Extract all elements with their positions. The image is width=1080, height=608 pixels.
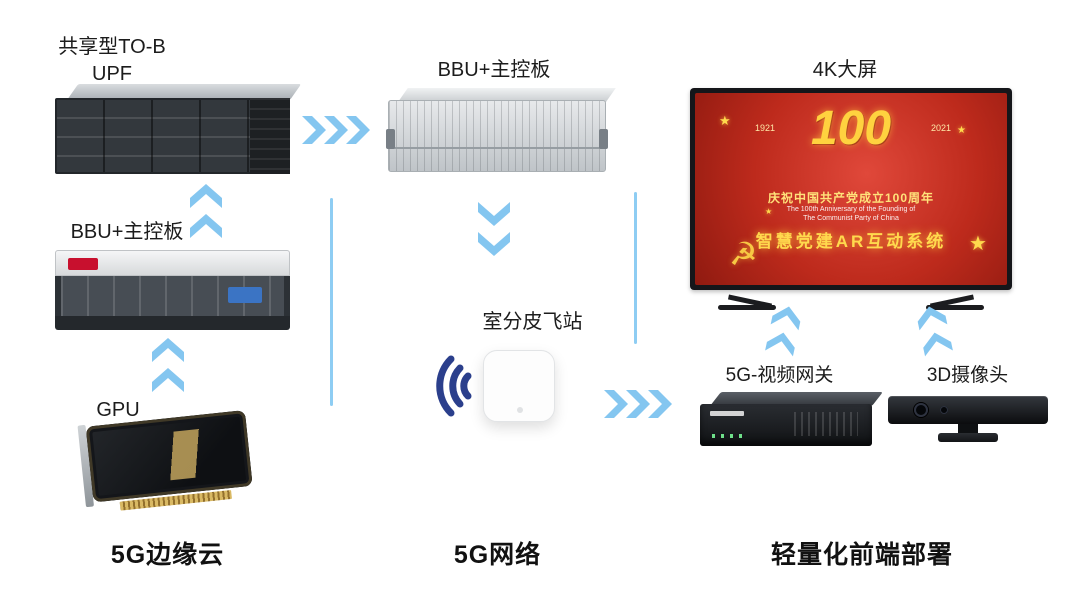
upf-server-drive-bays [55, 98, 290, 174]
upf-server-image [55, 84, 302, 174]
bbu-mid-server-image [386, 88, 616, 172]
section-title-network: 5G网络 [453, 541, 542, 569]
gpu-card-image [77, 401, 267, 527]
connector-line-left [330, 198, 333, 406]
tv-subline-2: The Communist Party of China [803, 215, 899, 222]
bbu-mid-label: BBU+主控板 [437, 59, 551, 81]
gpu-gold-band [101, 425, 238, 488]
section-title-frontend: 轻量化前端部署 [770, 541, 953, 569]
4k-screen-label: 4K大屏 [812, 59, 878, 81]
gateway-vents [794, 412, 858, 436]
chevron-down-arrow-bbu-to-pico [478, 202, 510, 256]
camera-bar [888, 396, 1048, 424]
bbu-server-top-panel [55, 250, 290, 276]
camera-base [938, 433, 998, 442]
bbu-server-drive-slots [55, 276, 290, 316]
tv-screen-content: ★ ★ ★ ★ 100 1921 2021 庆祝中国共产党成立100周年 The… [695, 93, 1007, 285]
bbu-mid-rack-ear-right [599, 129, 608, 149]
chevron-up-arrow-bbu-to-upf [190, 184, 222, 238]
tv-subline-1: The 100th Anniversary of the Founding of [786, 206, 916, 213]
star-icon: ★ [957, 125, 966, 136]
tv-4k-screen: ★ ★ ★ ★ 100 1921 2021 庆祝中国共产党成立100周年 The… [690, 88, 1012, 310]
gpu-label: GPU [96, 399, 140, 421]
bbu-mid-front-panel [386, 100, 608, 172]
camera-label: 3D摄像头 [926, 365, 1009, 386]
camera-lens-icon [914, 403, 928, 417]
bbu-mid-rack-ear-left [386, 129, 395, 149]
pico-station-led [517, 407, 523, 413]
gateway-logo-mark [710, 411, 744, 416]
pico-station-image [483, 350, 555, 422]
year-end: 2021 [930, 123, 951, 133]
tv-headline: 庆祝中国共产党成立100周年 [767, 191, 935, 205]
upf-label-line2: UPF [92, 63, 132, 85]
tv-foot-left [718, 305, 776, 310]
upf-label-line1: 共享型TO-B [58, 36, 166, 58]
chevron-up-arrow-gateway-to-tv [765, 306, 801, 357]
gateway-led-row [712, 434, 746, 438]
chevron-right-arrow-upf-to-bbu [302, 116, 370, 144]
anniversary-100-logo: 100 [810, 102, 892, 155]
3d-camera-image [888, 396, 1048, 446]
pico-station-label: 室分皮飞站 [482, 311, 583, 333]
chevron-up-arrow-gpu-to-bbu [152, 338, 184, 392]
bbu-mid-divider [389, 147, 605, 149]
section-title-edge-cloud: 5G边缘云 [110, 541, 225, 569]
tv-system-title: 智慧党建AR互动系统 [755, 232, 947, 251]
huawei-logo [68, 258, 98, 270]
video-gateway-image [700, 392, 883, 452]
camera-ir-sensor-icon [940, 406, 948, 414]
gateway-front-panel [700, 404, 872, 446]
star-icon: ★ [969, 233, 987, 255]
gateway-label: 5G-视频网关 [725, 365, 834, 386]
bbu-left-label: BBU+主控板 [70, 221, 184, 243]
chevron-up-arrow-camera-to-tv [917, 306, 953, 357]
bbu-server-blue-tag [228, 287, 262, 303]
wifi-signal-icon [436, 355, 472, 417]
year-start: 1921 [755, 123, 776, 133]
gpu-shroud [85, 410, 253, 503]
tv-foot-right [926, 305, 984, 310]
upf-label: 共享型TO-B UPF [28, 34, 196, 88]
camera-neck [958, 424, 978, 433]
upf-server-psu [250, 98, 290, 174]
party-emblem-icon: ☭ [729, 236, 758, 272]
chevron-right-arrow-pico-to-gateway [604, 390, 672, 418]
star-icon: ★ [765, 207, 773, 216]
bbu-server-image [55, 250, 290, 332]
star-icon: ★ [719, 113, 731, 128]
connector-line-right [634, 192, 637, 344]
bbu-server-bottom-panel [55, 316, 290, 330]
